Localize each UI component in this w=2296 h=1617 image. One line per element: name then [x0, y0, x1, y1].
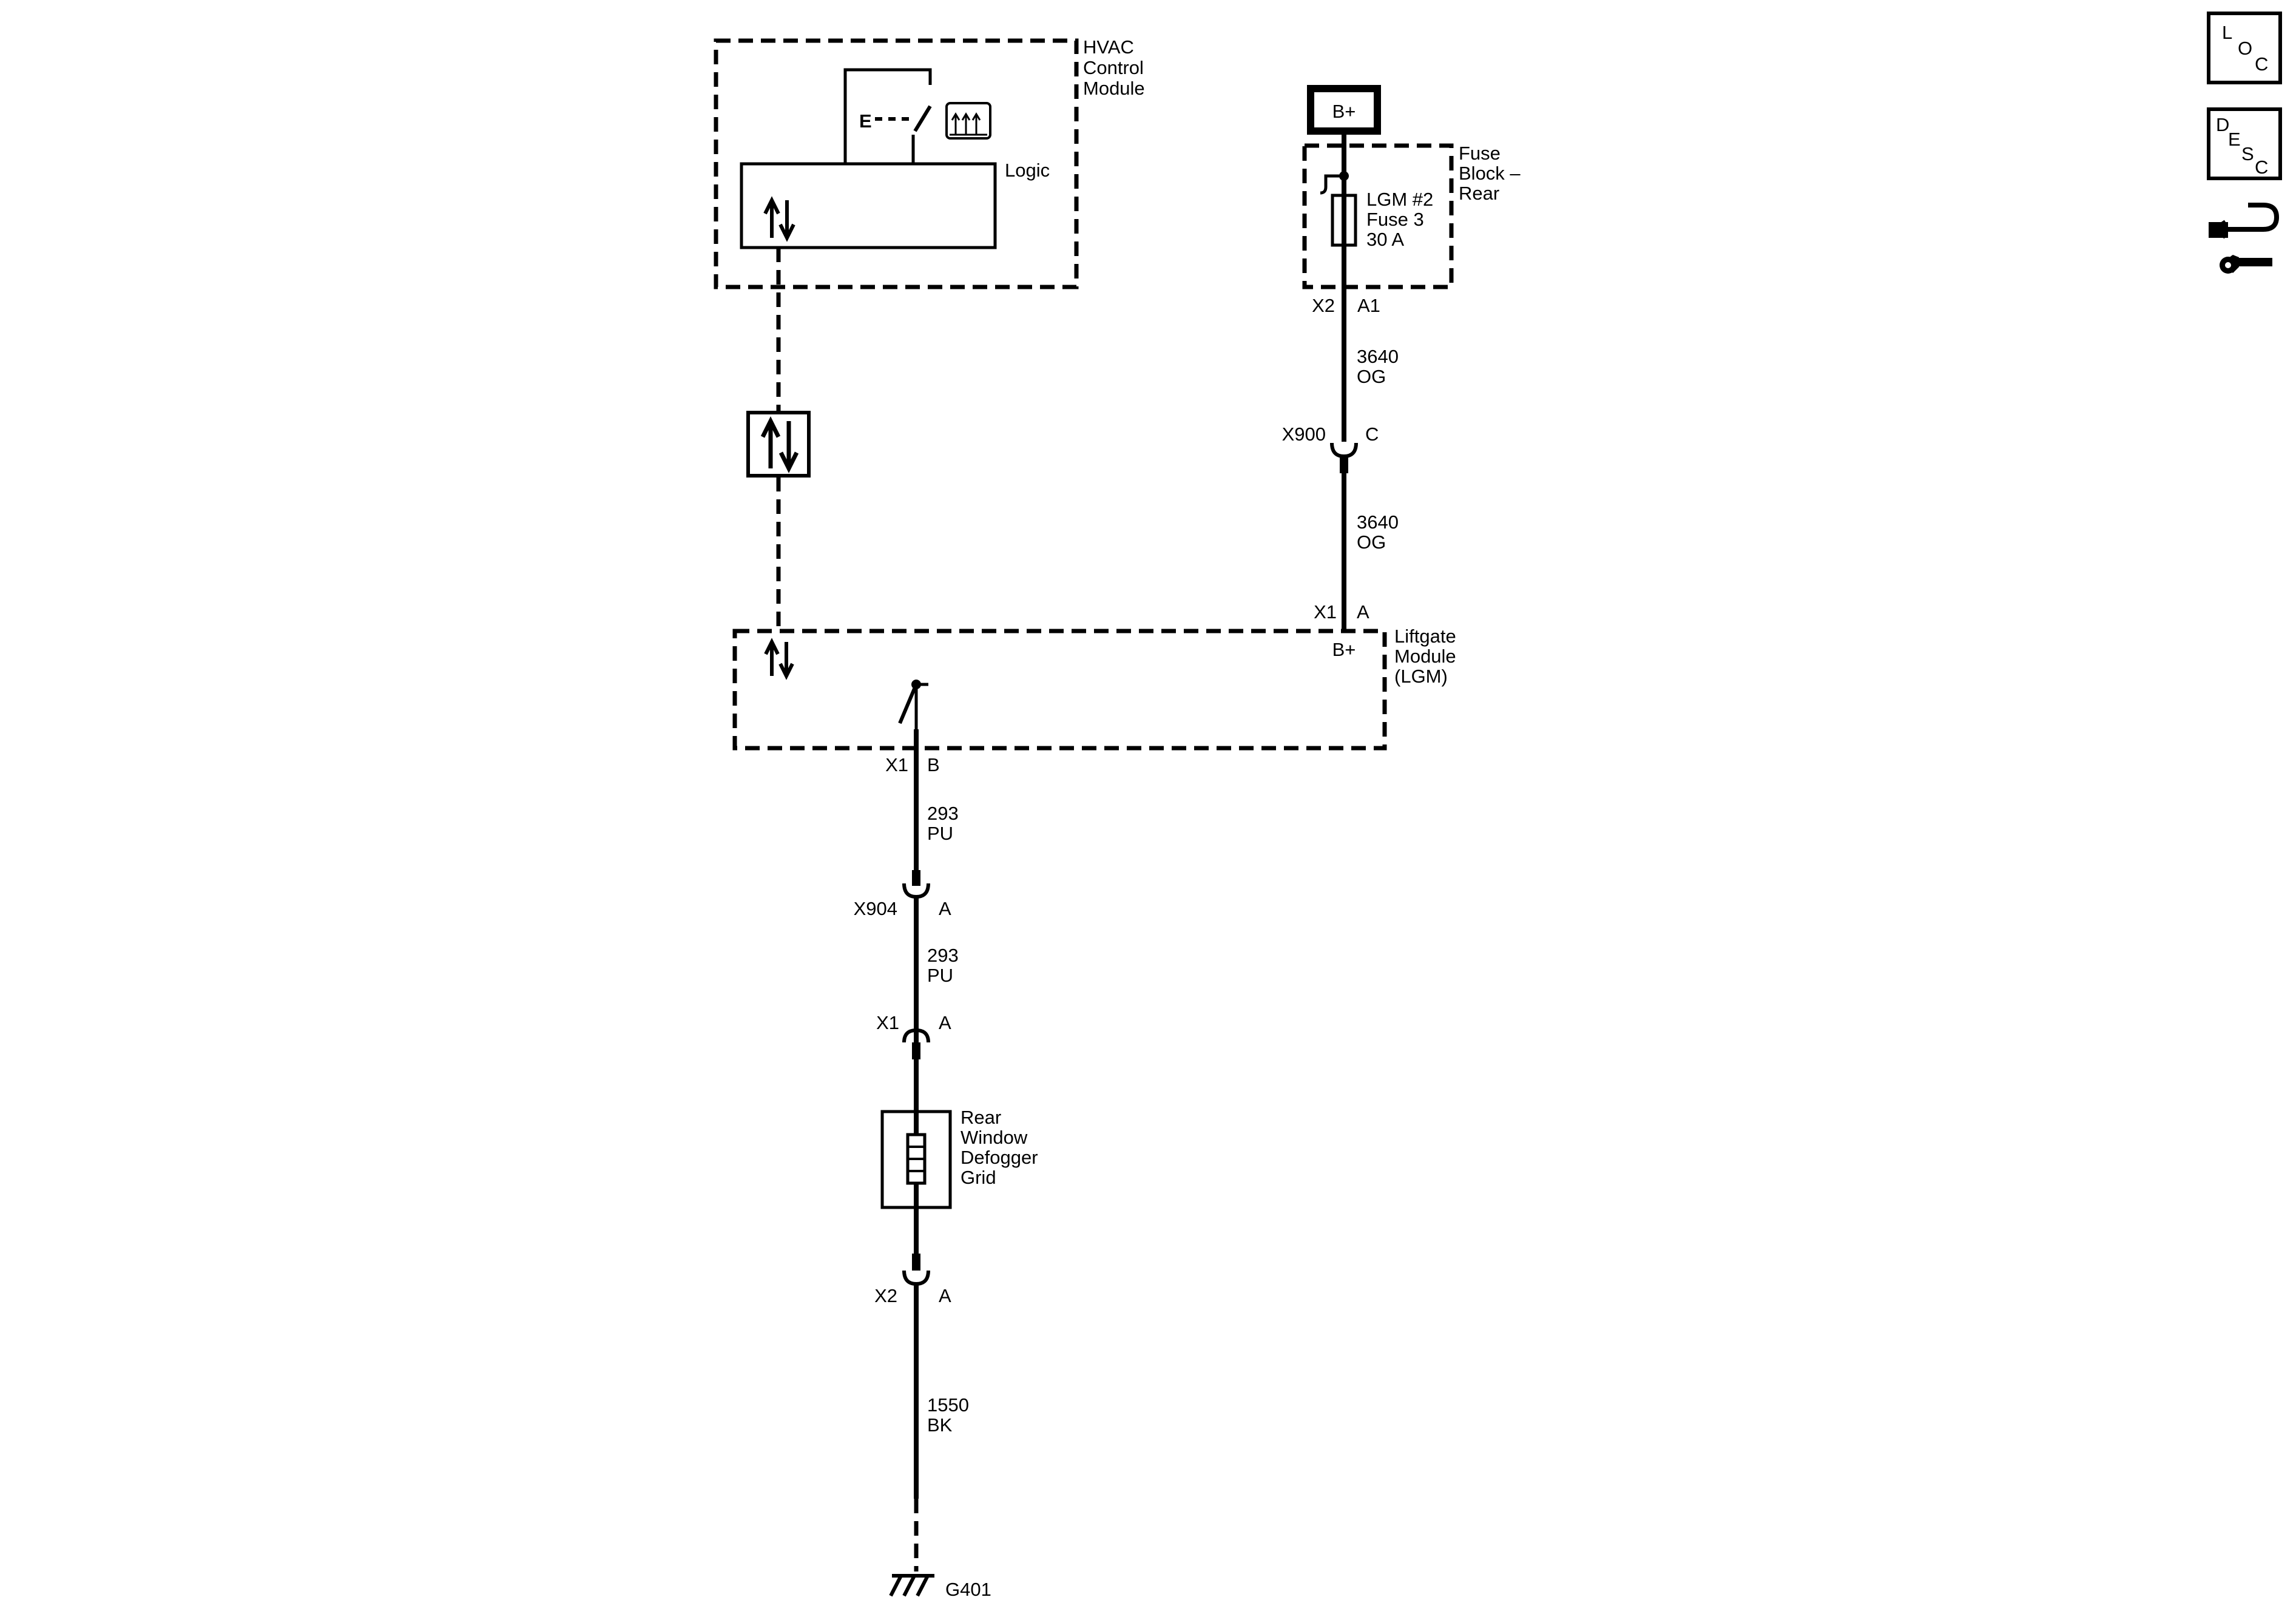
desc-letter-3: S [2241, 143, 2254, 164]
fuse-line2: Fuse 3 [1366, 209, 1424, 230]
lgm-input-pin: A [1357, 601, 1369, 623]
loc-button[interactable]: L O C [2207, 12, 2282, 84]
desc-icon [2207, 107, 2282, 180]
wire-293-lower-circuit: 293 [927, 945, 959, 966]
x900-pin-label: C [1365, 424, 1379, 445]
fuse-line3: 30 A [1366, 229, 1404, 250]
loc-letter-2: O [2238, 38, 2252, 59]
lgm-serial-data-arrows-icon [764, 638, 794, 680]
defogger-output-connector: X2 [874, 1285, 897, 1306]
loc-letter-1: L [2222, 22, 2232, 43]
defogger-label-line3: Defogger [961, 1147, 1038, 1168]
wire-3640-upper-circuit: 3640 [1357, 346, 1399, 367]
fuse-block-rear[interactable]: LGM #2 Fuse 3 30 A Fuse Block – Rear [1302, 143, 1521, 289]
defogger-label-line2: Window [961, 1127, 1028, 1148]
connector-x904[interactable] [902, 870, 930, 899]
loc-icon [2207, 12, 2282, 84]
hvac-title-line1: HVAC [1083, 36, 1134, 58]
hvac-logic-box [740, 162, 997, 249]
desc-button[interactable]: D E S C [2207, 107, 2282, 180]
fuse-block-boundary [1302, 143, 1454, 289]
lgm-title-line3: (LGM) [1394, 666, 1448, 687]
fuse-block-pin: A1 [1357, 295, 1380, 316]
hvac-logic-label: Logic [1005, 160, 1050, 181]
hvac-switch-frame [843, 68, 932, 164]
liftgate-module[interactable]: B+ Liftgate Module (LGM) [732, 626, 1456, 751]
rear-defrost-icon [945, 102, 991, 140]
bplus-label: B+ [1332, 101, 1356, 122]
wire-293-lower-color: PU [927, 965, 953, 986]
ground-label: G401 [945, 1579, 991, 1600]
fuse-line1: LGM #2 [1366, 189, 1433, 210]
serial-data-arrows-icon [763, 196, 795, 242]
lgm-output-connector: X1 [885, 754, 908, 775]
serial-data-link-icon[interactable] [746, 411, 811, 478]
hvac-title-line2: Control [1083, 57, 1144, 78]
lgm-title-line1: Liftgate [1394, 626, 1456, 647]
desc-letter-1: D [2216, 114, 2229, 135]
hvac-title-line3: Module [1083, 78, 1145, 99]
rear-window-defogger-grid[interactable]: Rear Window Defogger Grid [880, 1107, 1038, 1209]
x900-connector-label: X900 [1282, 424, 1326, 445]
hvac-control-module[interactable]: E Logic HVAC Control Module [714, 36, 1145, 289]
battery-positive-terminal[interactable]: B+ [1307, 85, 1381, 135]
lgm-output-switch-icon [898, 680, 928, 729]
wire-293-upper-circuit: 293 [927, 803, 959, 824]
connector-defogger-x1[interactable] [902, 1028, 930, 1059]
wire-293-upper-color: PU [927, 823, 953, 844]
x904-connector-label: X904 [854, 898, 897, 919]
desc-letter-4: C [2255, 157, 2268, 178]
connector-x900[interactable] [1330, 442, 1358, 473]
connector-defogger-x2[interactable] [902, 1254, 930, 1286]
wire-3640-upper-color: OG [1357, 366, 1386, 387]
wire-1550-color: BK [927, 1414, 953, 1436]
lgm-input-connector: X1 [1314, 601, 1337, 623]
lgm-title-line2: Module [1394, 646, 1456, 667]
wire-3640-lower-circuit: 3640 [1357, 511, 1399, 533]
hvac-switch-blade [913, 105, 932, 132]
hvac-switch-letter: E [859, 110, 872, 132]
loc-letter-3: C [2255, 53, 2268, 75]
defogger-input-pin: A [939, 1012, 951, 1033]
desc-letter-2: E [2228, 129, 2241, 150]
hvac-module-boundary [714, 38, 1079, 289]
lgm-bplus-label: B+ [1332, 639, 1356, 660]
defogger-label-line4: Grid [961, 1167, 996, 1188]
fuse-block-title-line1: Fuse [1459, 143, 1501, 164]
defogger-label-line1: Rear [961, 1107, 1001, 1128]
fuse-block-connector: X2 [1312, 295, 1335, 316]
ground-g401-icon[interactable] [889, 1574, 934, 1597]
lgm-output-pin: B [927, 754, 940, 775]
wire-1550-circuit: 1550 [927, 1394, 969, 1416]
fuse-block-title-line3: Rear [1459, 183, 1499, 204]
fuse-block-title-line2: Block – [1459, 163, 1521, 184]
lgm-boundary [732, 629, 1387, 751]
defogger-output-pin: A [939, 1285, 951, 1306]
fuse-bus-tap [1320, 174, 1344, 195]
wire-3640-lower-color: OG [1357, 532, 1386, 553]
wire-connector-tool-icon[interactable] [2209, 203, 2280, 274]
defogger-input-connector: X1 [876, 1012, 899, 1033]
x904-pin-label: A [939, 898, 951, 919]
